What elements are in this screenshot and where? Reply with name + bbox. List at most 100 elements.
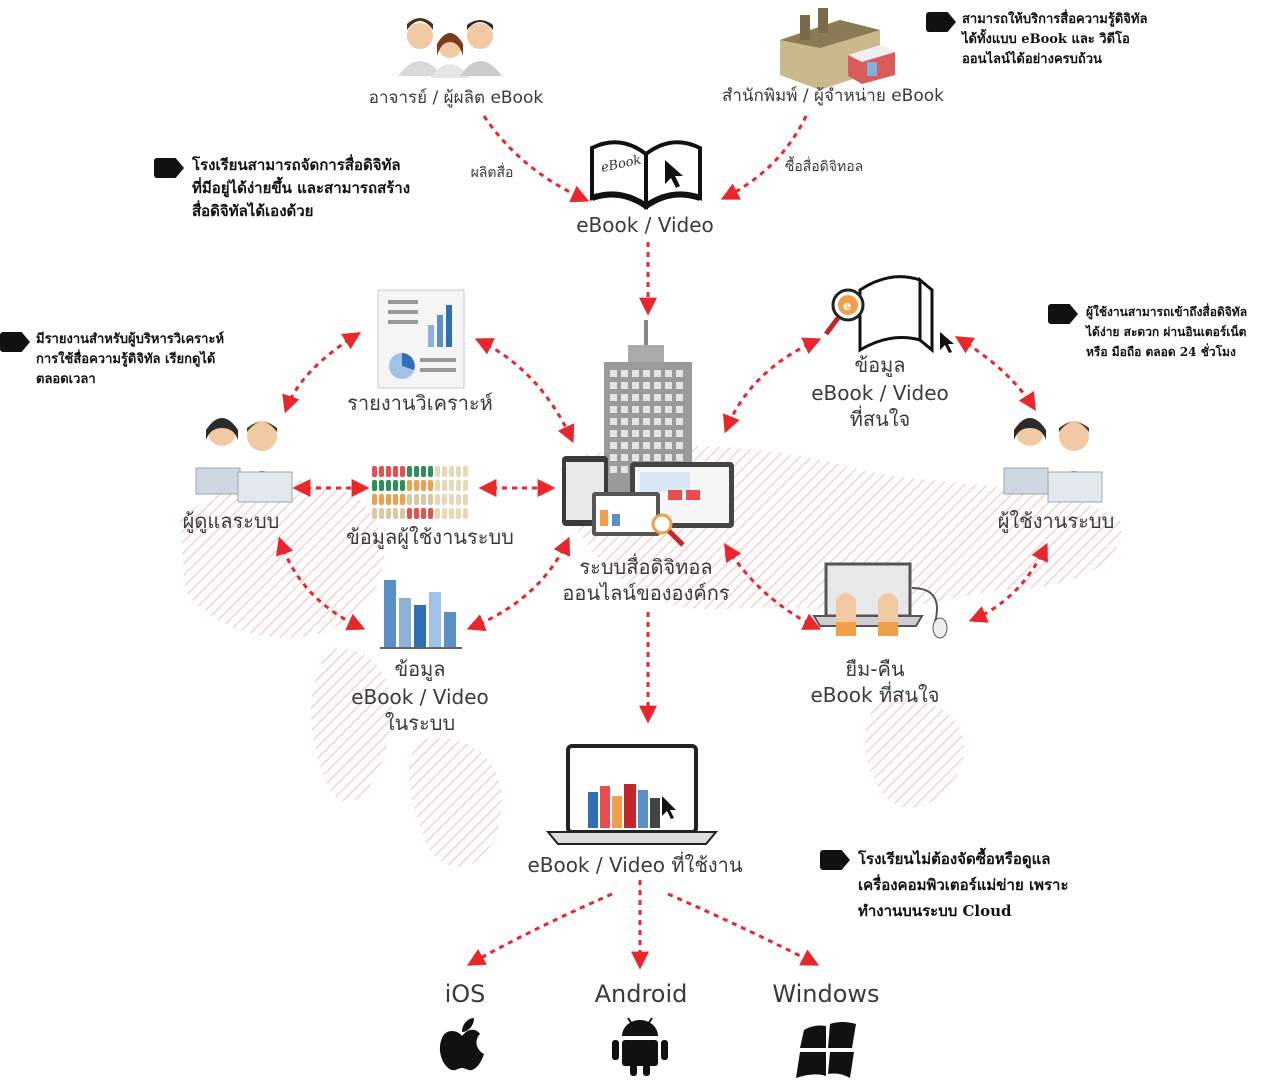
building-window	[665, 394, 672, 401]
analysis-report-label: รายงานวิเคราะห์	[347, 391, 493, 415]
person-figure	[463, 480, 468, 491]
building-window	[610, 430, 617, 437]
note-mid-left: มีรายงานสำหรับผู้บริหารวิเคราะห์ การใช้ส…	[36, 330, 266, 390]
building-window	[621, 454, 628, 461]
center-system-line1: ระบบสื่อดิจิทอล	[579, 555, 713, 579]
note-line: การใช้สื่อความรู้ดิจิทัล เรียกดูได้	[36, 352, 216, 367]
person-figure	[400, 480, 405, 491]
building-window	[621, 430, 628, 437]
building-window	[643, 454, 650, 461]
person-figure	[442, 508, 447, 519]
person-figure	[407, 466, 412, 477]
building-window	[643, 442, 650, 449]
note-line: มีรายงานสำหรับผู้บริหารวิเคราะห์	[36, 332, 225, 347]
building-window	[610, 454, 617, 461]
building-window	[621, 394, 628, 401]
interest-data-line1: ข้อมูล	[854, 353, 906, 377]
person-figure	[442, 480, 447, 491]
dashed-arrow	[466, 892, 613, 966]
building-window	[665, 382, 672, 389]
building-window	[610, 394, 617, 401]
admin-people-icon	[195, 418, 293, 503]
person-figure	[421, 466, 426, 477]
person-figure	[400, 466, 405, 477]
person-figure	[386, 508, 391, 519]
user-data-label: ข้อมูลผู้ใช้งานระบบ	[346, 525, 514, 549]
person-figure	[407, 508, 412, 519]
person-figure	[386, 466, 391, 477]
note-line: ได้ง่าย สะดวก ผ่านอินเตอร์เน็ต	[1086, 325, 1247, 339]
building-window	[654, 394, 661, 401]
system-data-barchart-icon	[380, 580, 462, 649]
borrow-line1: ยืม-คืน	[845, 657, 905, 681]
person-figure	[449, 508, 454, 519]
note-line: โรงเรียนไม่ต้องจัดซื้อหรือดูแล	[858, 850, 1051, 868]
dashed-arrow	[474, 338, 575, 444]
interest-data-line3: ที่สนใจ	[849, 407, 911, 431]
person-figure	[372, 494, 377, 505]
building-window	[654, 406, 661, 413]
laptop-books-icon	[545, 744, 719, 845]
person-figure	[414, 508, 419, 519]
person-figure	[456, 466, 461, 477]
person-figure	[456, 508, 461, 519]
person-figure	[379, 494, 384, 505]
person-figure	[407, 480, 412, 491]
user-system-label: ผู้ใช้งานระบบ	[997, 509, 1115, 533]
building-window	[621, 466, 628, 473]
building-window	[610, 466, 617, 473]
system-data-line2: eBook / Video	[351, 685, 489, 709]
building-window	[632, 430, 639, 437]
dashed-arrow	[968, 542, 1048, 623]
ebook-magnifier-icon: e	[824, 275, 954, 354]
building-window	[676, 454, 683, 461]
person-figure	[449, 466, 454, 477]
building-window	[610, 406, 617, 413]
ebook-in-use-label: eBook / Video ที่ใช้งาน	[527, 853, 743, 877]
note-top-right: สามารถให้บริการสื่อความรู้ดิจิทัล ได้ทั้…	[962, 10, 1202, 70]
android-label: Android	[594, 980, 688, 1008]
building-window	[665, 442, 672, 449]
note-line: โรงเรียนสามารถจัดการสื่อดิจิทัล	[192, 156, 401, 174]
person-figure	[407, 494, 412, 505]
dashed-arrow	[466, 536, 571, 632]
building-window	[665, 418, 672, 425]
building-window	[676, 382, 683, 389]
person-figure	[449, 480, 454, 491]
user-people-icon	[1003, 418, 1103, 503]
building-window	[632, 394, 639, 401]
building-window	[676, 370, 683, 377]
person-figure	[372, 508, 377, 519]
ebook-video-label: eBook / Video	[576, 213, 714, 237]
note-tag-top-right	[926, 12, 956, 32]
building-window	[676, 418, 683, 425]
dashed-arrow	[954, 336, 1036, 412]
person-figure	[428, 508, 433, 519]
note-tag-mid-left	[0, 332, 30, 352]
note-tag-mid-right	[1048, 304, 1078, 324]
building-window	[610, 382, 617, 389]
person-figure	[379, 466, 384, 477]
person-figure	[435, 466, 440, 477]
person-figure	[393, 466, 398, 477]
note-line: สามารถให้บริการสื่อความรู้ดิจิทัล	[962, 12, 1148, 27]
teacher-producer-icon	[398, 18, 502, 78]
person-figure	[428, 480, 433, 491]
person-figure	[435, 494, 440, 505]
person-figure	[379, 508, 384, 519]
dashed-arrow	[482, 115, 590, 203]
building-window	[643, 382, 650, 389]
note-line: เครื่องคอมพิวเตอร์แม่ข่าย เพราะ	[858, 876, 1069, 894]
building-window	[665, 454, 672, 461]
building-window	[654, 382, 661, 389]
building-window	[632, 442, 639, 449]
note-line: สื่อดิจิทัลได้เองด้วย	[192, 202, 314, 220]
publisher-distributor-label: สำนักพิมพ์ / ผู้จำหน่าย eBook	[722, 86, 944, 106]
connector-arrows	[276, 115, 1048, 970]
person-figure	[400, 508, 405, 519]
person-figure	[386, 480, 391, 491]
note-tag-bottom-right	[820, 850, 850, 870]
building-window	[632, 382, 639, 389]
analysis-report-icon	[377, 289, 465, 389]
